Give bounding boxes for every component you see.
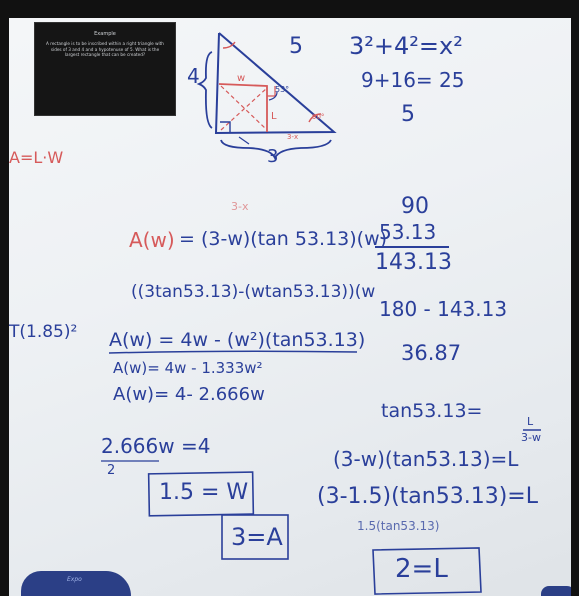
bottom-segment-label: 3-x xyxy=(287,133,299,141)
answer-w: 1.5 = W xyxy=(159,480,249,505)
area-formula: A=L·W xyxy=(9,148,64,167)
triangle-side-bottom: 3 xyxy=(267,146,279,167)
angle2-label: 90° xyxy=(312,113,325,121)
answer-l: 2=L xyxy=(395,554,448,584)
area-fn-rest: = (3-w)(tan 53.13)(w) xyxy=(179,228,388,250)
l-equation3: 1.5(tan53.13) xyxy=(357,519,440,533)
rectangle-diagonal xyxy=(220,87,268,131)
l-equation2: (3-1.5)(tan53.13)=L xyxy=(317,484,538,509)
underline xyxy=(108,350,358,354)
angle-label: 53° xyxy=(275,85,290,94)
whiteboard: Example A rectangle is to be inscribed w… xyxy=(9,18,571,596)
left-brace xyxy=(196,51,213,129)
marker-brand: Expo xyxy=(67,576,82,583)
triangle-outline xyxy=(214,32,337,135)
rect-width-label: w xyxy=(237,73,246,84)
answer-box-a xyxy=(221,514,289,560)
sign-body: A rectangle is to be inscribed within a … xyxy=(46,41,164,58)
whiteboard-drawing xyxy=(101,32,541,595)
angle-col-subtract: 180 - 143.13 xyxy=(379,297,508,321)
answer-box-w xyxy=(147,471,255,517)
expansion-line2: A(w) = 4w - (w²)(tan53.13) xyxy=(109,329,366,351)
expansion-line3: A(w)= 4w - 1.333w² xyxy=(113,359,263,377)
expansion-line1: ((3tan53.13)-(wtan53.13))(w xyxy=(131,282,376,302)
eraser xyxy=(541,586,571,596)
sign-heading: Example xyxy=(94,31,116,37)
side-note: T(1.85)² xyxy=(9,322,78,342)
pythag-line1: 3²+4²=x² xyxy=(349,32,463,60)
tan-equation: tan53.13= xyxy=(381,400,483,422)
angle-col-53: 53.13 xyxy=(379,220,437,244)
example-sign: Example A rectangle is to be inscribed w… xyxy=(35,23,175,115)
solve-line1: 2.666w =4 xyxy=(101,434,211,458)
bottom-brace xyxy=(220,139,332,161)
angle-arc xyxy=(268,91,278,101)
angle-col-result: 36.87 xyxy=(401,341,462,365)
inscribed-rectangle xyxy=(218,83,268,132)
right-angle-mark xyxy=(267,86,276,97)
angle-col-90: 90 xyxy=(401,194,429,219)
right-angle-mark xyxy=(220,121,231,132)
triangle-hypotenuse: 5 xyxy=(289,34,303,59)
red-note: 3-x xyxy=(231,200,249,213)
answer-box-l xyxy=(372,547,482,595)
answer-a: 3=A xyxy=(231,523,283,551)
area-fn-label: A(w) xyxy=(129,228,175,252)
pythag-line2: 9+16= 25 xyxy=(361,68,465,92)
rectangle-diagonal xyxy=(220,85,268,131)
segment-mark xyxy=(238,136,250,145)
angle-col-143: 143.13 xyxy=(375,250,452,275)
angle-arc xyxy=(222,41,236,49)
pythag-line3: 5 xyxy=(401,102,415,127)
solve-denominator: 2 xyxy=(107,463,116,478)
tan-denominator: 3-w xyxy=(521,431,541,444)
marker-pen: Expo xyxy=(21,571,131,596)
expansion-line4: A(w)= 4- 2.666w xyxy=(113,384,265,405)
rect-length-label: L xyxy=(271,111,277,122)
triangle-side-left: 4 xyxy=(187,64,200,88)
l-equation1: (3-w)(tan53.13)=L xyxy=(333,447,519,471)
angle-arc xyxy=(308,113,322,123)
tan-numerator: L xyxy=(527,415,534,428)
